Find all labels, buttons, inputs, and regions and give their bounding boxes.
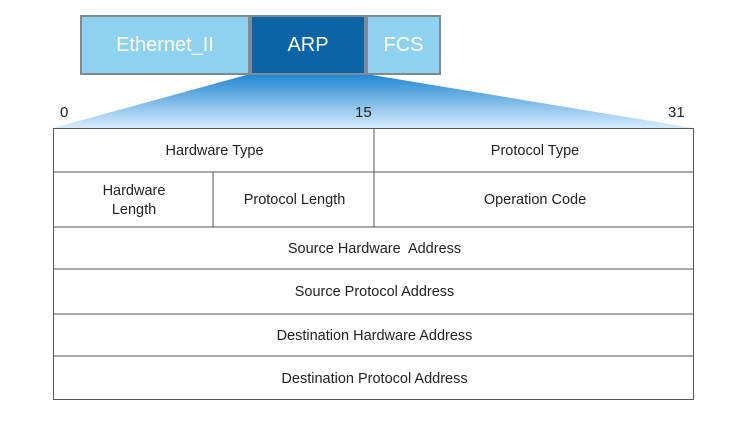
source-protocol-address-field: Source Protocol Address [294, 284, 455, 301]
hardware-type-field: Hardware Type [165, 142, 264, 159]
protocol-type-field: Protocol Type [490, 142, 580, 159]
table-grid [53, 128, 694, 357]
hardware-length-field: Hardware Length [102, 183, 166, 218]
destination-hardware-address-field: Destination Hardware Address [276, 327, 473, 344]
destination-protocol-address-field: Destination Protocol Address [281, 370, 468, 387]
bit-label-start: 0 [60, 104, 69, 121]
ethernet-ii-segment: Ethernet_II [80, 15, 250, 75]
bit-label-mid: 15 [355, 104, 372, 121]
operation-code-field: Operation Code [483, 192, 587, 209]
arp-segment: ARP [250, 15, 366, 75]
arp-header-table: Hardware Type Protocol Type Hardware Len… [53, 128, 694, 400]
fcs-segment: FCS [366, 15, 441, 75]
bit-label-end: 31 [668, 104, 685, 121]
source-hardware-address-field: Source Hardware Address [287, 240, 462, 257]
protocol-length-field: Protocol Length [243, 192, 346, 209]
